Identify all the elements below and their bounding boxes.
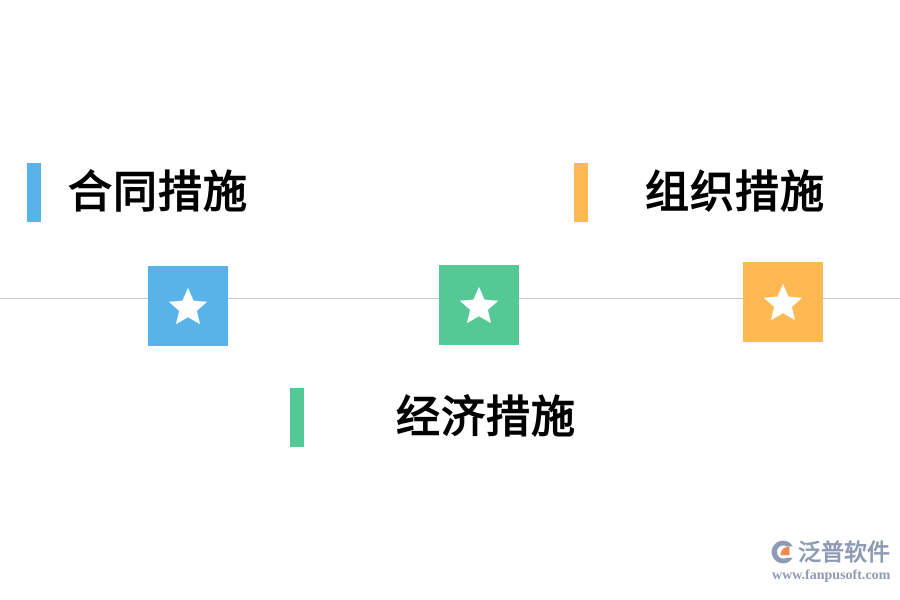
accent-bar-economic: [290, 388, 304, 447]
star-icon: [762, 281, 804, 323]
watermark-brand-row: 泛普软件: [770, 538, 892, 566]
watermark: 泛普软件 www.fanpusoft.com: [770, 538, 892, 584]
milestone-economic: [439, 265, 519, 345]
label-text-contract: 合同措施: [68, 167, 248, 217]
label-text-organization: 组织措施: [645, 167, 825, 217]
star-icon: [167, 285, 209, 327]
accent-bar-contract: [27, 163, 41, 222]
label-group-contract: 合同措施: [27, 163, 248, 222]
star-icon: [458, 284, 500, 326]
label-group-economic: 经济措施: [290, 388, 576, 447]
fanpu-circle-logo-icon: [770, 539, 796, 565]
milestone-contract: [148, 266, 228, 346]
label-group-organization: 组织措施: [574, 163, 825, 222]
accent-bar-organization: [574, 163, 588, 222]
watermark-url-text: www.fanpusoft.com: [772, 568, 891, 583]
label-text-economic: 经济措施: [396, 392, 576, 442]
watermark-brand-text: 泛普软件: [798, 538, 890, 565]
milestone-organization: [743, 262, 823, 342]
